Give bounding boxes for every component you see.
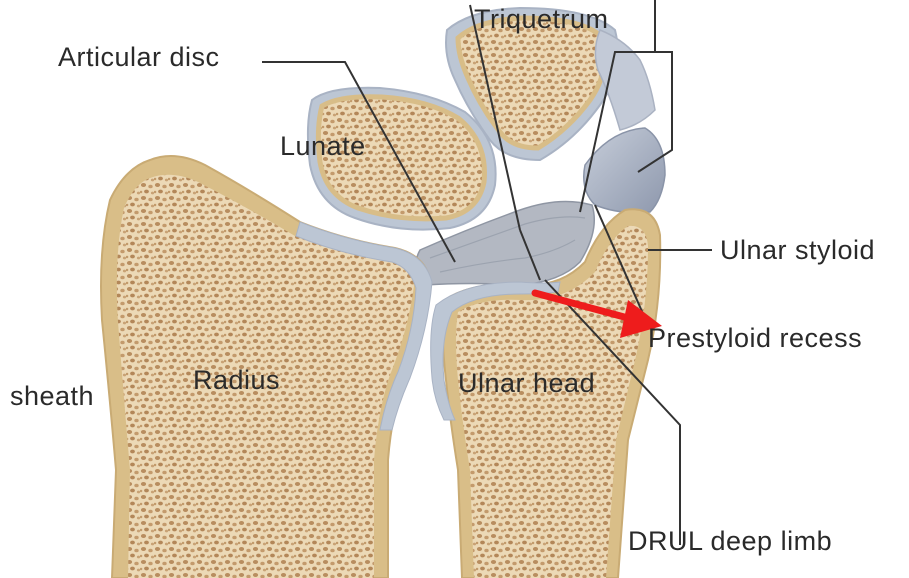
label-articular-disc: Articular disc xyxy=(58,44,220,71)
label-ulnar-styloid: Ulnar styloid xyxy=(720,237,875,264)
ulnar-collateral-ligament xyxy=(584,30,665,213)
label-triquetrum: Triquetrum xyxy=(474,6,609,33)
label-lunate: Lunate xyxy=(280,133,366,160)
label-ulnar-head: Ulnar head xyxy=(458,370,595,397)
label-radius: Radius xyxy=(193,367,280,394)
label-prestyloid-recess: Prestyloid recess xyxy=(648,325,862,352)
label-sheath: sheath xyxy=(10,383,94,410)
label-drul-deep-limb: DRUL deep limb xyxy=(628,528,832,555)
